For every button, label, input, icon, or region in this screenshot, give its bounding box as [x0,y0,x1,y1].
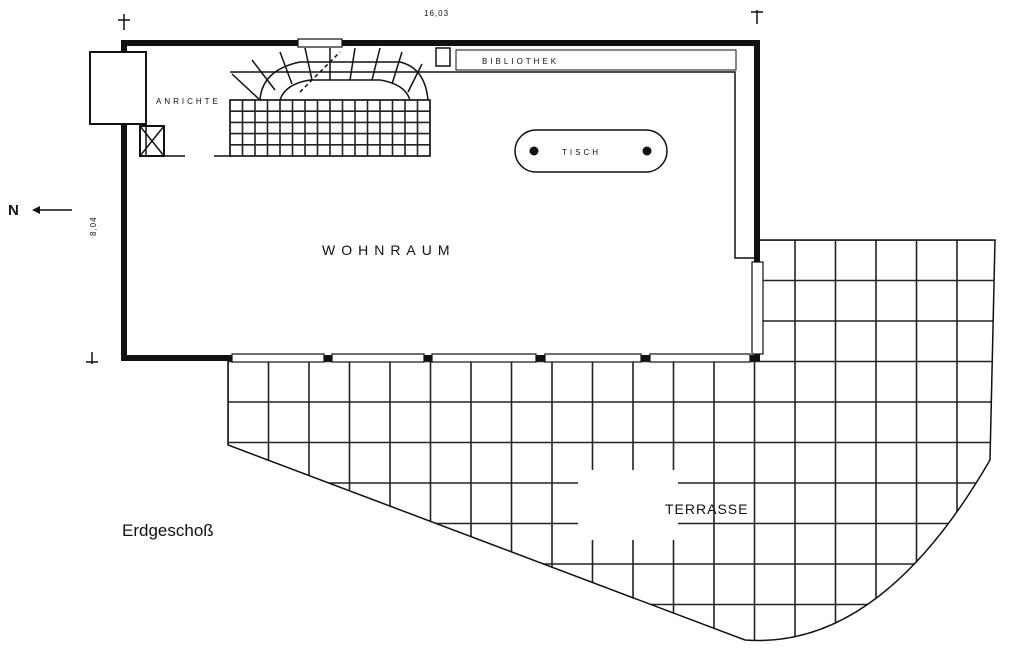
stair-curve-inner [279,79,411,101]
stair-direction [299,51,341,93]
stair-curve-outer [259,61,429,101]
entrance-porch [89,51,147,125]
east-door [751,261,764,355]
bibliothek-shelf: BIBLIOTHEK [455,49,737,71]
building-walls [121,38,764,363]
entrance-bay [89,40,232,157]
chimney-cross [139,125,165,157]
dimension-markers: 16,03 8,04 [86,9,763,364]
dimension-depth: 8,04 [89,216,98,236]
staircase [229,47,451,157]
table-outline [514,129,668,173]
inner-wall-line [430,71,757,259]
anrichte-label: ANRICHTE [156,97,221,106]
dimension-width: 16,03 [424,9,449,18]
bibliothek-label: BIBLIOTHEK [482,57,559,66]
dim-tick-sw [86,352,98,364]
north-label: N [8,202,19,219]
dim-tick-nw [118,14,130,30]
terrace-outline [227,239,996,642]
tisch-label: TISCH [562,148,601,157]
south-windows [231,353,751,363]
terrace-label-backing [578,470,678,540]
stair-treads [231,47,423,101]
north-arrow-head [32,206,40,214]
dim-tick-ne [751,10,763,24]
terrace: TERRASSE [227,239,996,642]
bibliothek-shelf-outline [455,49,737,71]
wohnraum-label: WOHNRAUM [322,242,456,258]
table: TISCH [514,129,668,173]
north-arrow: N [8,202,72,219]
terrace-paving-grid [228,240,995,641]
north-window [297,38,343,48]
terrace-label: TERRASSE [665,501,748,517]
floor-caption: Erdgeschoß [122,521,214,540]
stair-newel [435,47,451,67]
table-chair-left [529,146,539,156]
west-south-wall [121,40,760,361]
table-chair-right [642,146,652,156]
